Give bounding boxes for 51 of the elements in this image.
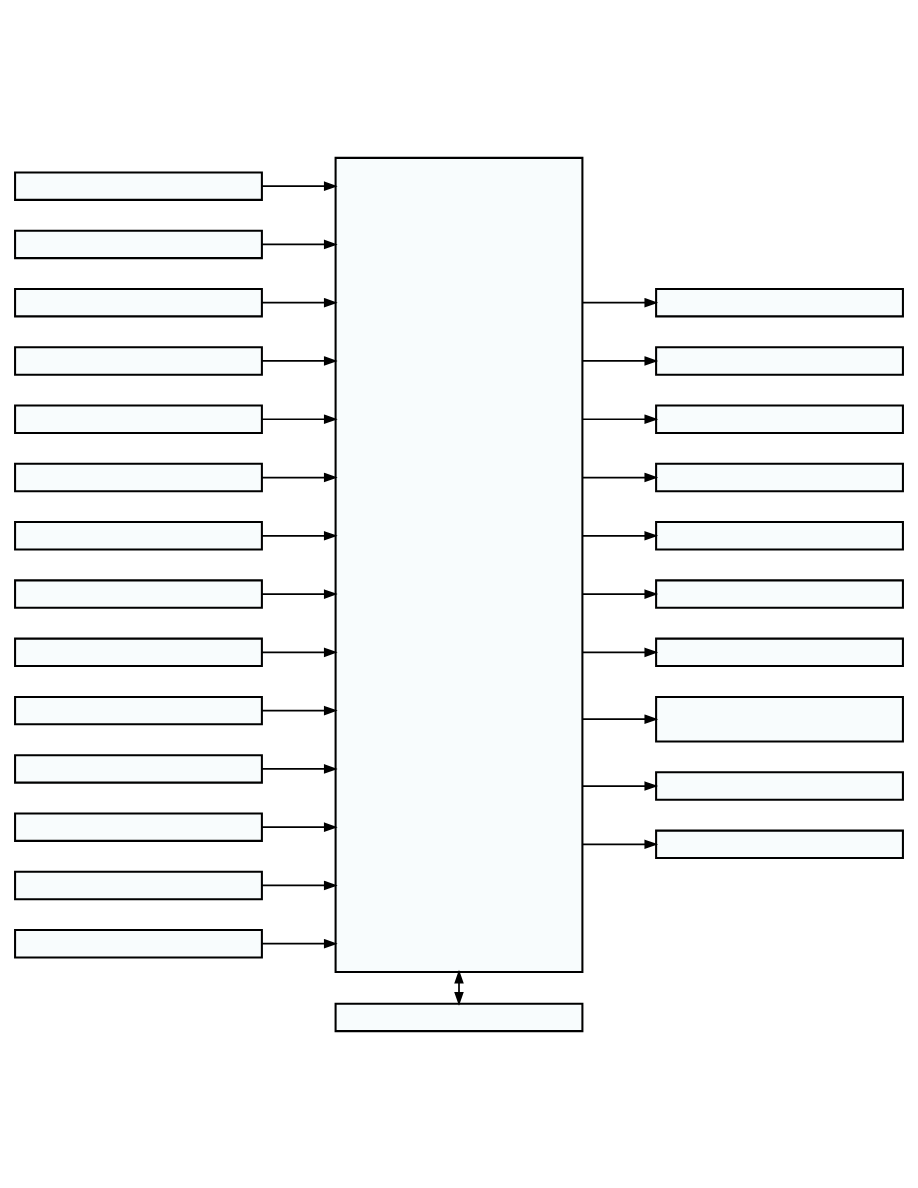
node-box	[14, 520, 263, 551]
arrow	[261, 763, 338, 774]
node-box	[14, 404, 263, 434]
arrow	[581, 530, 659, 541]
arrow	[581, 713, 659, 724]
arrow	[454, 969, 464, 1006]
node-box	[655, 578, 904, 609]
node-box	[655, 404, 904, 434]
arrow	[261, 821, 338, 832]
arrow	[261, 705, 338, 715]
arrow	[581, 780, 659, 791]
arrow	[581, 647, 659, 657]
arrow	[261, 180, 338, 191]
arrow	[261, 355, 338, 366]
node-box	[14, 695, 263, 725]
arrow	[581, 413, 659, 424]
node-box	[14, 170, 263, 201]
node-box	[14, 287, 263, 317]
node-box	[655, 770, 904, 801]
node-box	[14, 462, 263, 492]
arrow	[581, 355, 659, 366]
node-box	[14, 229, 263, 259]
node-box	[14, 928, 263, 958]
arrow	[261, 880, 338, 890]
arrow	[261, 413, 338, 424]
node-box	[655, 345, 904, 376]
node-box	[14, 578, 263, 609]
node-box	[655, 829, 904, 859]
arrow	[581, 839, 659, 849]
arrow	[261, 297, 338, 307]
node-box	[334, 156, 584, 973]
node-box	[655, 520, 904, 551]
node-box	[14, 811, 263, 842]
node-box	[14, 753, 263, 784]
arrow	[261, 530, 338, 541]
arrow	[261, 472, 338, 482]
arrow	[581, 472, 659, 482]
arrow	[261, 647, 338, 657]
node-box	[655, 637, 904, 667]
node-box	[14, 637, 263, 667]
arrow	[581, 588, 659, 599]
node-box	[655, 462, 904, 492]
node-box	[655, 287, 904, 317]
arrow	[261, 588, 338, 599]
node-box	[334, 1002, 584, 1032]
arrow	[261, 938, 338, 949]
arrow	[261, 239, 338, 249]
node-box	[14, 345, 263, 376]
node-box	[655, 695, 904, 742]
arrow	[581, 297, 659, 307]
node-box	[14, 870, 263, 900]
